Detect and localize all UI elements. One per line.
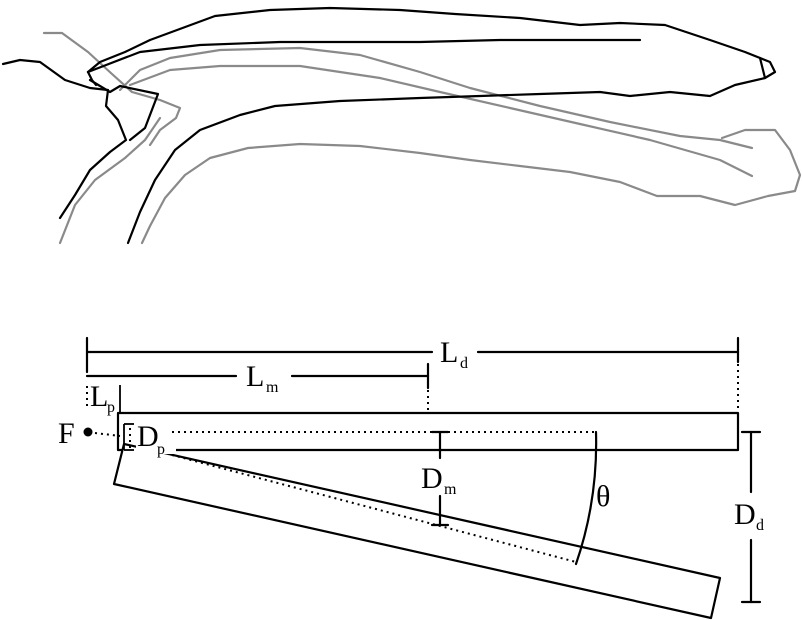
theta-label: θ [596, 480, 610, 513]
dd-label-sub: d [756, 517, 764, 534]
dp-label: D [137, 420, 159, 453]
dm-label-sub: m [444, 481, 457, 498]
lp-measure: L p [86, 380, 121, 416]
grey-upper-arm [42, 31, 182, 147]
black-outline [1, 6, 777, 245]
black-lower-arm [126, 56, 767, 245]
ld-label-sub: d [460, 355, 468, 372]
bottom-panel: L d L m L p F [58, 336, 764, 620]
pivot: F [58, 417, 121, 450]
black-upper-outline [86, 6, 777, 80]
dp-measure: D p [123, 420, 165, 458]
pivot-dots [94, 432, 121, 437]
dp-label-sub: p [157, 441, 165, 458]
dm-measure: D m [421, 430, 457, 527]
pivot-point [83, 427, 93, 437]
lm-measure: L m [85, 360, 430, 412]
lower-centerline [171, 454, 577, 563]
black-left-tip [1, 58, 128, 220]
lp-label: L [90, 380, 108, 413]
dd-label: D [734, 498, 756, 531]
lm-label: L [246, 360, 264, 393]
ld-label: L [440, 336, 458, 369]
dd-measure: D d [734, 430, 764, 604]
theta-arc [574, 430, 598, 566]
upper-bar [116, 411, 740, 452]
lp-label-sub: p [107, 399, 115, 416]
ld-measure: L d [85, 336, 740, 412]
f-label: F [58, 417, 75, 450]
dm-label: D [421, 462, 443, 495]
black-joint [88, 78, 160, 142]
grey-lower-body [140, 128, 802, 245]
lm-label-sub: m [266, 379, 279, 396]
dp-label-bg [136, 424, 176, 454]
grey-upper-body [118, 46, 754, 150]
top-panel [1, 6, 802, 245]
grey-lower-base [58, 116, 162, 245]
lower-bar [112, 442, 722, 620]
grey-outline [42, 31, 802, 245]
black-joint-stroke [86, 70, 98, 87]
black-inner-line [86, 38, 642, 74]
grey-middle-line [128, 64, 754, 178]
